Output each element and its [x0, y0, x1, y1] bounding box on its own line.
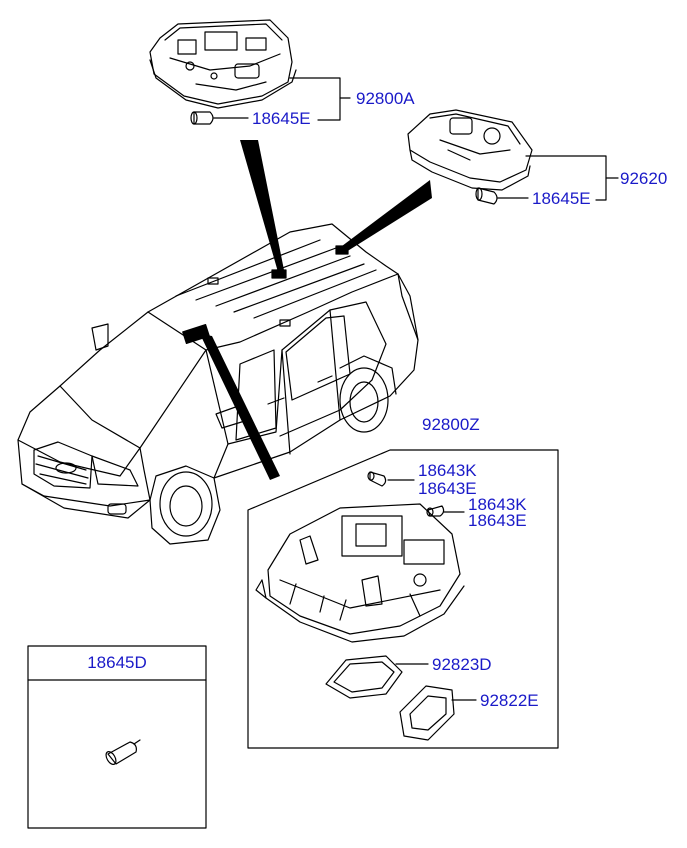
- callout-18643e-a: 18643E: [418, 479, 477, 498]
- bracket-frame-92800z: [247, 449, 559, 749]
- callout-92620: 92620: [620, 169, 668, 188]
- callout-18643k-b: 18643K: [468, 495, 527, 514]
- leader-wedges: [200, 140, 432, 480]
- inset-box-frame: [27, 645, 207, 829]
- map-lamp-assembly-92800a: [149, 19, 297, 109]
- room-lamp-92620: [407, 109, 533, 191]
- callout-18643k-a: 18643K: [418, 461, 477, 480]
- bulb-18643-b: [426, 505, 445, 517]
- bulb-18645d: [105, 739, 141, 765]
- callout-92800z: 92800Z: [422, 415, 480, 434]
- overhead-console-92800z: [255, 503, 465, 643]
- inset-box-title: 18645D: [87, 653, 147, 672]
- callout-92823d: 92823D: [432, 655, 492, 674]
- callout-18643e-b: 18643E: [468, 511, 527, 530]
- bulb-18645e-top: [190, 111, 214, 125]
- bulb-18643-a: [367, 471, 387, 487]
- callout-92800a: 92800A: [356, 89, 415, 108]
- bulb-18645e-right: [475, 187, 498, 205]
- callout-18645e-right: 18645E: [532, 189, 591, 208]
- lens-92823d: [325, 655, 403, 699]
- callout-18645e-top: 18645E: [252, 109, 311, 128]
- callout-92822e: 92822E: [480, 691, 539, 710]
- lens-92822e: [399, 685, 455, 741]
- vehicle-outline: [17, 223, 419, 545]
